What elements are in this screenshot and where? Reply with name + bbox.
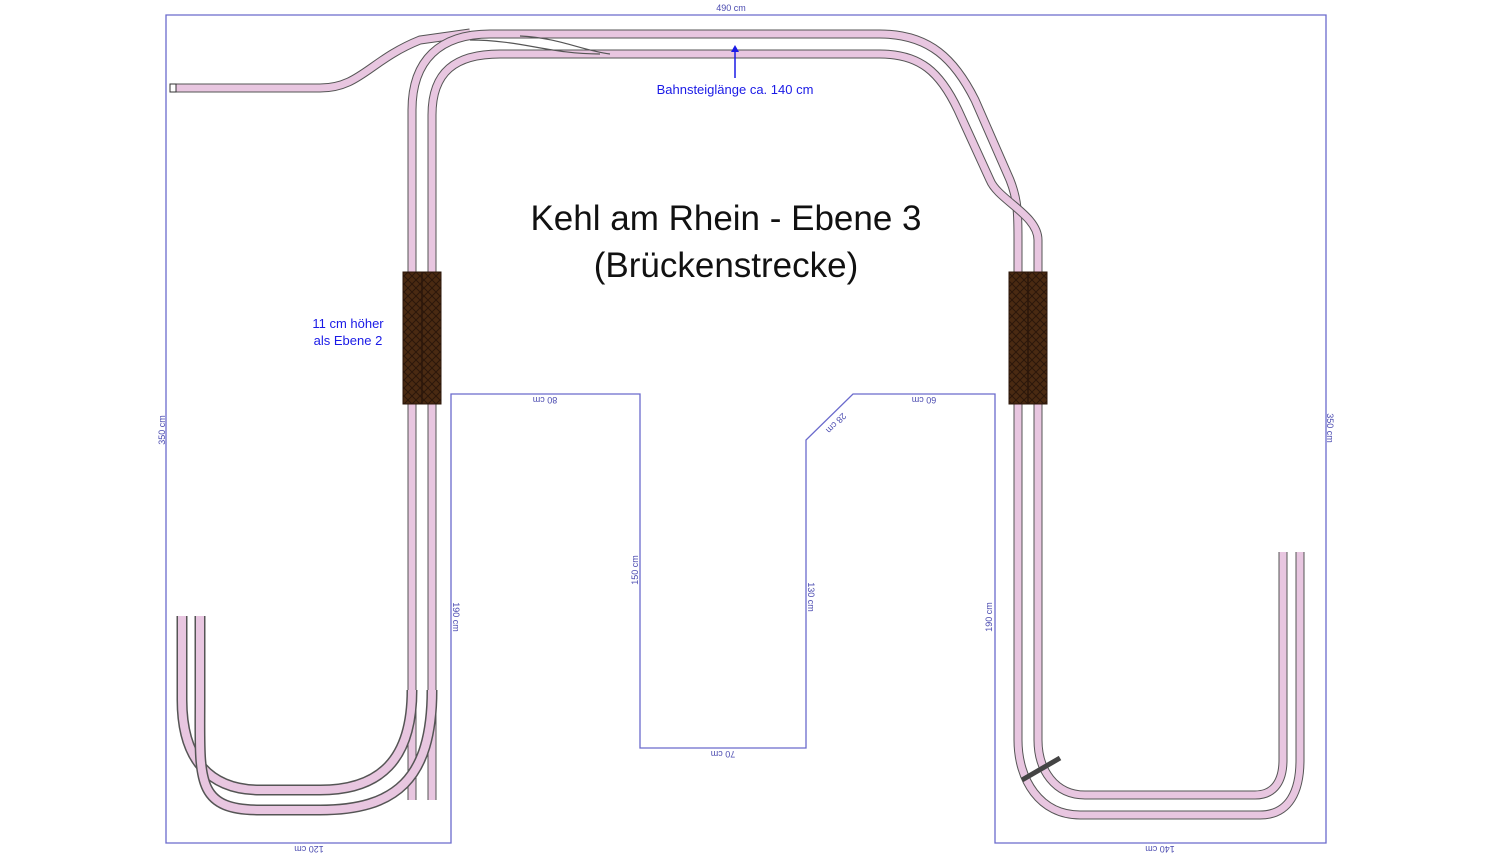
board-outline (165, 14, 1327, 844)
dim-inner-bottom: 70 cm (711, 749, 736, 759)
dim-right-leg-inner: 190 cm (984, 602, 994, 632)
track-barrier-marker (1020, 755, 1062, 783)
dim-inner-right-side: 130 cm (806, 582, 816, 612)
dim-inner-diagonal: 28 cm (824, 411, 848, 435)
dim-inner-right-top: 60 cm (912, 395, 937, 405)
track-main-double (407, 29, 1305, 820)
diagram-title-line1: Kehl am Rhein - Ebene 3 (530, 199, 921, 238)
dim-right-height: 350 cm (1325, 413, 1335, 443)
dim-top-width: 490 cm (716, 3, 746, 13)
dim-inner-left-top: 80 cm (533, 395, 558, 405)
dimension-labels: 490 cm 350 cm 350 cm 80 cm 150 cm 70 cm … (157, 3, 1335, 854)
dim-right-leg-bottom: 140 cm (1145, 844, 1175, 854)
dim-left-leg-inner: 190 cm (451, 602, 461, 632)
dim-left-height: 350 cm (157, 415, 167, 445)
platform-length-note: Bahnsteiglänge ca. 140 cm (657, 82, 814, 97)
height-note-line2: als Ebene 2 (314, 333, 383, 348)
dim-inner-left-side: 150 cm (630, 555, 640, 585)
platform-arrow (731, 45, 739, 78)
dim-left-leg-bottom: 120 cm (294, 844, 324, 854)
diagram-title-line2: (Brückenstrecke) (594, 246, 859, 285)
track-left-loop (176, 616, 438, 816)
bridge-left (402, 271, 442, 405)
bridge-right (1008, 271, 1048, 405)
track-spur-left (169, 28, 471, 93)
height-note-line1: 11 cm höher (312, 316, 384, 331)
